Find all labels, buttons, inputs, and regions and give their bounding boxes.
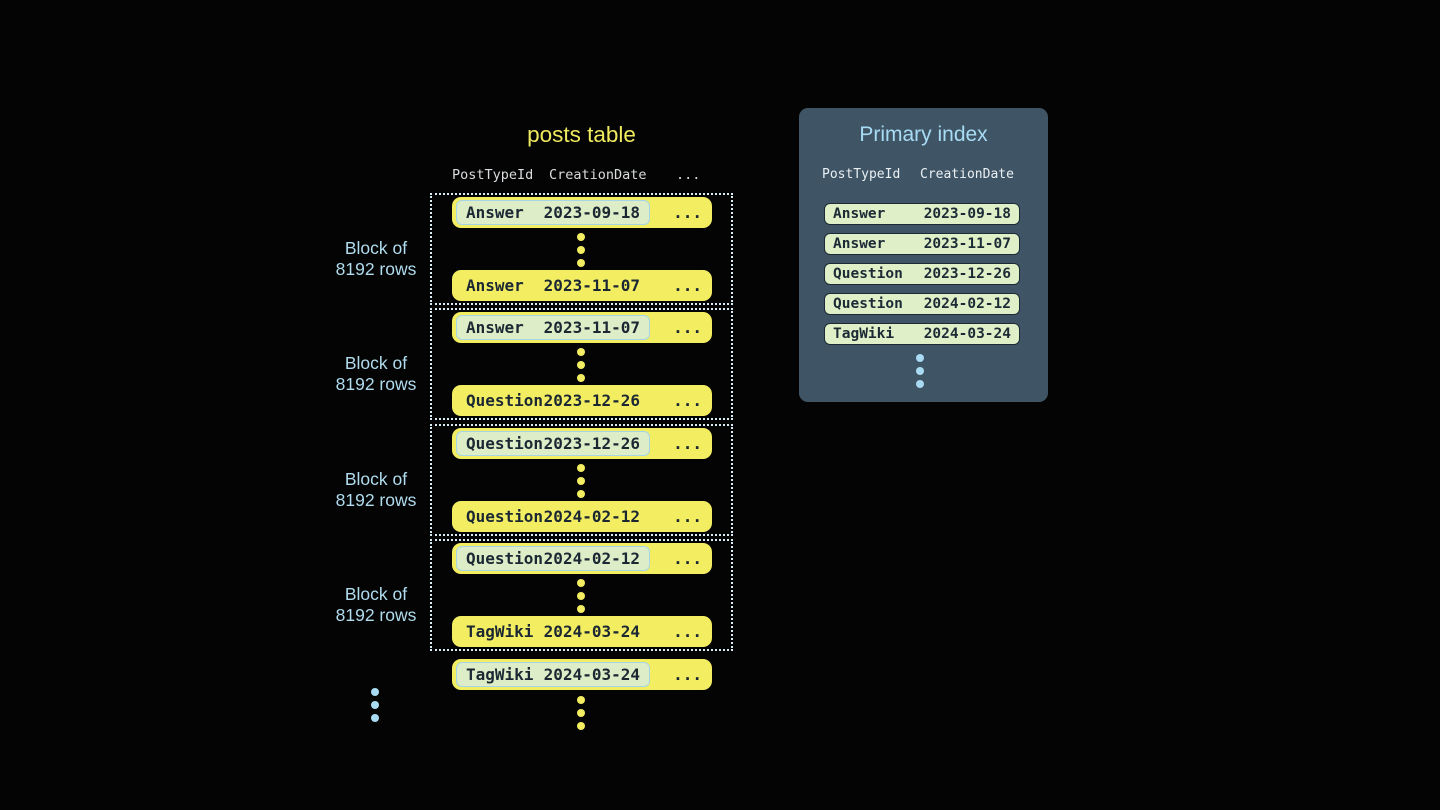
index-entry: Answer 2023-11-07 [824,233,1020,255]
row-ellipsis: ... [673,318,702,337]
row-key: Question 2024-02-12 [456,504,650,529]
creation-date-value: 2024-02-12 [923,296,1011,312]
post-type-value: Question [466,434,544,453]
row-ellipsis: ... [673,665,702,684]
index-key-highlight: Question 2023-12-26 [456,431,650,456]
creation-date-value: 2023-11-07 [543,318,640,337]
row-block: Question 2023-12-26 ... Question 2024-02… [430,424,733,536]
block-label-line2: 8192 rows [335,605,417,625]
row-ellipsis: ... [673,391,702,410]
ellipsis-dots-icon [577,233,585,272]
primary-index-panel: Primary index PostTypeId CreationDate An… [799,108,1048,402]
row-ellipsis: ... [673,434,702,453]
creation-date-value: 2024-03-24 [543,665,640,684]
creation-date-value: 2024-03-24 [923,326,1011,342]
table-row-next-block: TagWiki 2024-03-24 ... [452,659,712,690]
post-type-value: Answer [833,236,886,252]
table-row-last: Question 2024-02-12 ... [452,501,712,532]
creation-date-value: 2023-11-07 [923,236,1011,252]
index-column-header-creationdate: CreationDate [920,167,1014,182]
post-type-value: Answer [466,318,524,337]
creation-date-value: 2024-02-12 [543,549,640,568]
primary-index-title: Primary index [859,123,988,146]
row-ellipsis: ... [673,622,702,641]
table-row-last: Question 2023-12-26 ... [452,385,712,416]
creation-date-value: 2023-11-07 [543,276,640,295]
block-label-line1: Block of [344,353,408,373]
row-block: Answer 2023-11-07 ... Question 2023-12-2… [430,308,733,420]
column-header-ellipsis: ... [676,167,701,183]
index-entry: TagWiki 2024-03-24 [824,323,1020,345]
column-header-creationdate: CreationDate [549,167,647,183]
post-type-value: Question [833,296,903,312]
row-ellipsis: ... [673,549,702,568]
post-type-value: Question [833,266,903,282]
table-row-first: Answer 2023-09-18 ... [452,197,712,228]
creation-date-value: 2023-12-26 [543,434,640,453]
post-type-value: Answer [833,206,886,222]
table-row-first: Question 2024-02-12 ... [452,543,712,574]
row-key: Answer 2023-11-07 [456,273,650,298]
post-type-value: Answer [466,203,524,222]
post-type-value: TagWiki [466,665,534,684]
block-label-line1: Block of [344,469,408,489]
creation-date-value: 2023-12-26 [543,391,640,410]
index-entry: Question 2023-12-26 [824,263,1020,285]
post-type-value: TagWiki [833,326,895,342]
creation-date-value: 2023-12-26 [923,266,1011,282]
row-ellipsis: ... [673,203,702,222]
block-label-line1: Block of [344,584,408,604]
ellipsis-dots-icon [577,696,585,735]
block-label: Block of 8192 rows [316,238,436,280]
post-type-value: TagWiki [466,622,534,641]
table-row-last: Answer 2023-11-07 ... [452,270,712,301]
block-label: Block of 8192 rows [316,584,436,626]
index-entry: Question 2024-02-12 [824,293,1020,315]
index-key-highlight: Answer 2023-09-18 [456,200,650,225]
creation-date-value: 2023-09-18 [923,206,1011,222]
block-label-line2: 8192 rows [335,374,417,394]
block-label-line2: 8192 rows [335,490,417,510]
more-entries-dots-icon [916,354,924,393]
row-ellipsis: ... [673,507,702,526]
row-block: Question 2024-02-12 ... TagWiki 2024-03-… [430,539,733,651]
index-entry: Answer 2023-09-18 [824,203,1020,225]
creation-date-value: 2023-09-18 [543,203,640,222]
post-type-value: Question [466,391,544,410]
ellipsis-dots-icon [577,348,585,387]
table-row-first: Answer 2023-11-07 ... [452,312,712,343]
creation-date-value: 2024-02-12 [543,507,640,526]
post-type-value: Question [466,507,544,526]
ellipsis-dots-icon [577,464,585,503]
row-key: TagWiki 2024-03-24 [456,619,650,644]
more-blocks-dots-icon [371,688,379,727]
block-label: Block of 8192 rows [316,469,436,511]
ellipsis-dots-icon [577,579,585,618]
block-label-line1: Block of [344,238,408,258]
post-type-value: Question [466,549,544,568]
index-key-highlight: TagWiki 2024-03-24 [456,662,650,687]
row-key: Question 2023-12-26 [456,388,650,413]
post-type-value: Answer [466,276,524,295]
block-label: Block of 8192 rows [316,353,436,395]
row-ellipsis: ... [673,276,702,295]
row-block: Answer 2023-09-18 ... Answer 2023-11-07 … [430,193,733,305]
index-key-highlight: Question 2024-02-12 [456,546,650,571]
block-label-line2: 8192 rows [335,259,417,279]
posts-table-title: posts table [527,122,636,147]
table-row-last: TagWiki 2024-03-24 ... [452,616,712,647]
column-header-posttypeid: PostTypeId [452,167,534,183]
index-key-highlight: Answer 2023-11-07 [456,315,650,340]
table-row-first: Question 2023-12-26 ... [452,428,712,459]
index-column-header-posttypeid: PostTypeId [822,167,901,182]
creation-date-value: 2024-03-24 [543,622,640,641]
